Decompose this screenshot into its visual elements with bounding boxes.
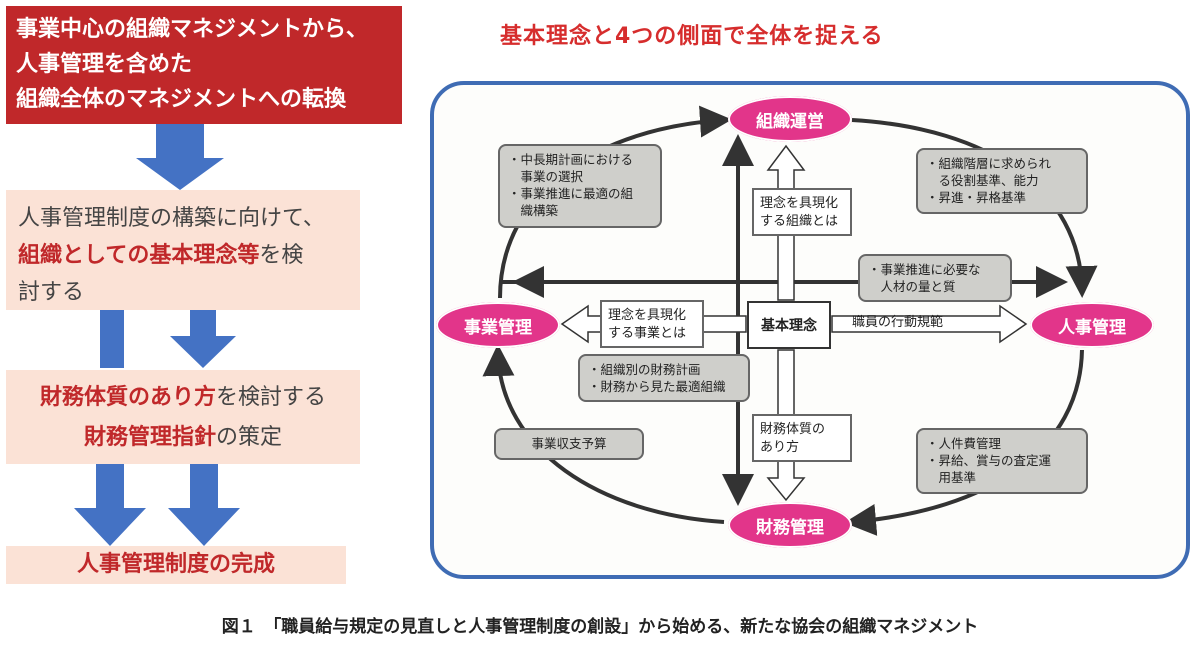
box-bottom-left: 事業収支予算 [494,428,644,460]
step2-line-2: 組織としての基本理念等を検 [18,237,360,274]
label-arrow-right-line: 職員の行動規範 [852,315,944,330]
center-philosophy: 基本理念 [747,301,831,349]
label-arrow-up-line: する組織とは [760,214,839,229]
figure-caption: 図１ 「職員給与規定の見直しと人事管理制度の創設」から始める、新たな協会の組織マ… [221,617,979,637]
flow-arrow-3b [168,464,240,546]
node-hr: 人事管理 [1030,302,1154,348]
box-top-right: ・組織階層に求められ る役割基準、能力 ・昇進・昇格基準 [916,148,1088,214]
box-top-right-line: ・昇進・昇格基準 [926,190,1027,205]
diagram-title: 基本理念と4つの側面で全体を捉える [500,24,884,49]
top-box-line-1: 事業中心の組織マネジメントから、 [16,17,369,42]
hollow-arrow-right [831,304,1028,344]
box-top-left-line: ・事業推進に最適の組 [508,186,634,201]
step-finance-policy: 財務体質のあり方を検討する 財務管理指針の策定 [6,370,360,464]
step2-highlight: 組織としての基本理念等 [18,243,260,268]
box-bottom-right-line: ・昇給、賞与の査定運 [926,453,1052,468]
label-arrow-left: 理念を具現化 する事業とは [600,300,704,348]
box-top-left-line: 織構築 [508,203,559,218]
flow-arrow-3a [74,464,146,546]
step2-line-3: 討する [18,280,85,305]
box-top-left-line: 事業の選択 [508,169,584,184]
label-arrow-down-line: 財務体質の [760,422,826,437]
box-bottom-right-line: 用基準 [926,470,977,485]
box-mid-right: ・事業推進に必要な 人材の量と質 [858,254,1012,302]
flow-arrow-2a [100,310,124,368]
top-box-line-3: 組織全体のマネジメントへの転換 [16,87,347,112]
step3-line-2: 財務管理指針の策定 [6,418,360,458]
label-arrow-up: 理念を具現化 する組織とは [752,188,852,236]
label-arrow-up-line: 理念を具現化 [760,196,839,211]
step3-highlight-1: 財務体質のあり方 [39,385,216,410]
box-top-right-line: る役割基準、能力 [926,173,1039,188]
box-top-left: ・中長期計画における 事業の選択 ・事業推進に最適の組 織構築 [498,144,662,228]
step2-line-2-rest: を検 [259,243,304,268]
box-lower-mid-line: ・財務から見た最適組織 [588,379,726,394]
flow-arrows [74,124,240,546]
box-lower-mid: ・組織別の財務計画 ・財務から見た最適組織 [578,354,750,402]
step3-line-1-rest: を検討する [216,385,327,410]
step3-line-1: 財務体質のあり方を検討する [6,378,360,418]
node-business: 事業管理 [436,302,560,348]
step3-highlight-2: 財務管理指針 [83,425,216,450]
box-bottom-left-line: 事業収支予算 [531,436,607,451]
transformation-box: 事業中心の組織マネジメントから、 人事管理を含めた 組織全体のマネジメントへの転… [6,6,402,124]
label-arrow-down-line: あり方 [760,440,800,455]
label-arrow-right: 職員の行動規範 [846,312,964,338]
node-organization: 組織運営 [728,96,852,142]
arc-bottom-left [482,344,725,524]
label-arrow-left-line: する事業とは [608,326,687,341]
box-bottom-right-line: ・人件費管理 [926,436,1002,451]
step-build-system: 人事管理制度の構築に向けて、 組織としての基本理念等を検 討する [6,190,360,310]
label-arrow-down: 財務体質の あり方 [752,414,852,462]
top-box-line-2: 人事管理を含めた [16,52,193,77]
box-top-left-line: ・中長期計画における [508,152,634,167]
node-finance: 財務管理 [728,502,852,548]
step2-line-1: 人事管理制度の構築に向けて、 [18,206,325,231]
flow-arrow-2b [170,310,236,368]
label-arrow-left-line: 理念を具現化 [608,308,687,323]
box-mid-right-line: ・事業推進に必要な [868,262,981,277]
step-completion: 人事管理制度の完成 [6,546,346,584]
box-mid-right-line: 人材の量と質 [868,279,956,294]
box-top-right-line: ・組織階層に求められ [926,156,1052,171]
box-lower-mid-line: ・組織別の財務計画 [588,362,701,377]
step3-line-2-rest: の策定 [216,425,283,450]
box-bottom-right: ・人件費管理 ・昇給、賞与の査定運 用基準 [916,428,1088,494]
flow-arrow-1 [136,124,224,190]
